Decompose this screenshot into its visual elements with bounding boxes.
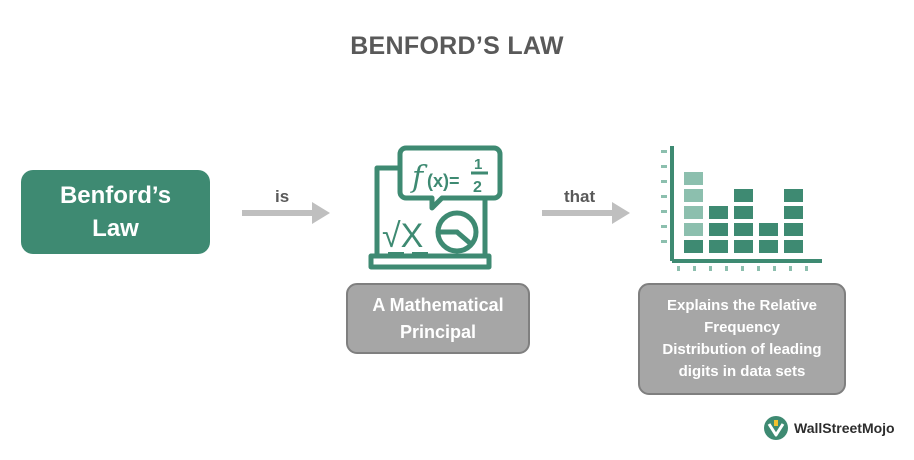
arrow-right-icon	[242, 202, 330, 224]
svg-text:(x)=: (x)=	[427, 171, 460, 191]
bar-chart-icon	[661, 146, 822, 271]
box-2-line-1: Explains the Relative	[666, 297, 818, 314]
wallstreetmojo-logo: WallStreetMojo	[763, 415, 895, 441]
connector-label-that: that	[564, 187, 596, 206]
math-formula-board-icon: f (x)= 1 2 √X	[368, 145, 503, 270]
mathematical-principal-box: A Mathematical Principal	[346, 283, 530, 354]
benfords-law-line-2: Law	[92, 215, 139, 242]
box-1-line-1: A Mathematical	[372, 294, 504, 315]
benfords-law-box: Benford’s Law	[21, 170, 210, 254]
box-2-line-4: digits in data sets	[678, 363, 806, 380]
wallstreetmojo-logo-icon	[764, 416, 788, 440]
svg-text:1: 1	[474, 156, 482, 173]
svg-text:√X: √X	[382, 217, 423, 255]
connector-label-is: is	[275, 187, 290, 206]
wallstreetmojo-logo-text: WallStreetMojo	[794, 420, 895, 436]
benfords-law-line-1: Benford’s	[59, 182, 172, 209]
svg-text:2: 2	[473, 179, 482, 196]
box-2-line-2: Frequency	[704, 319, 780, 336]
box-1-line-2: Principal	[399, 321, 477, 342]
box-2-line-3: Distribution of leading	[662, 341, 822, 358]
arrow-right-icon	[542, 202, 630, 224]
relative-frequency-box: Explains the Relative Frequency Distribu…	[638, 283, 846, 395]
diagram-title: BENFORD’S LAW	[350, 32, 564, 60]
